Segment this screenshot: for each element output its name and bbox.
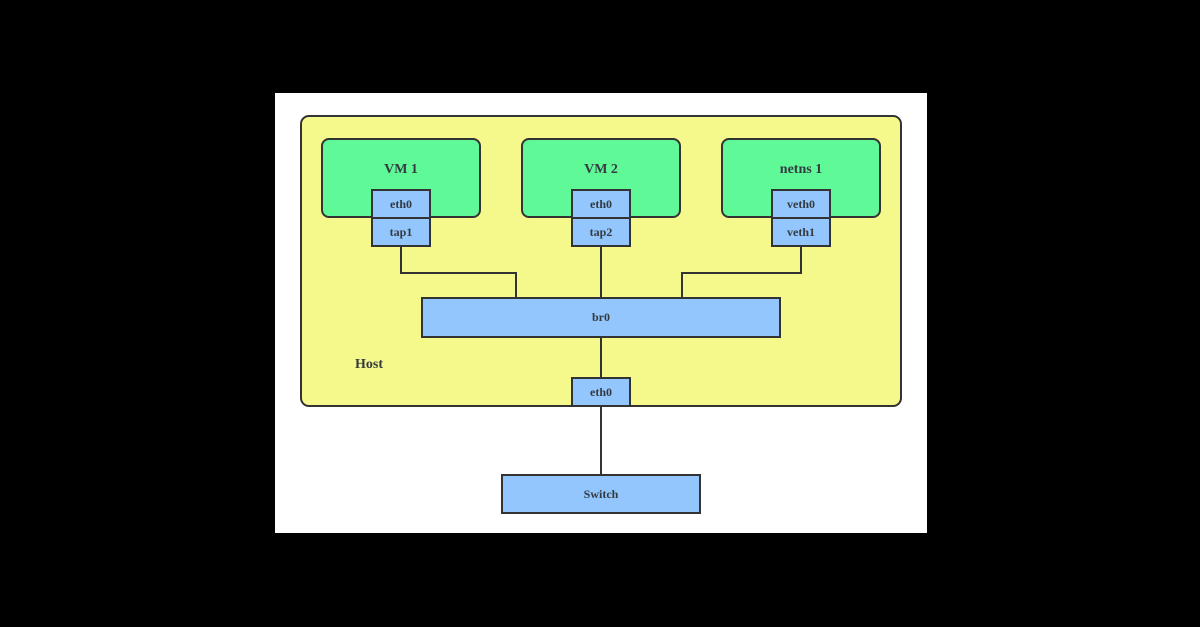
switch-node: Switch xyxy=(501,474,701,514)
node-vm2-title: VM 2 xyxy=(584,162,618,177)
node-vm1-title: VM 1 xyxy=(384,162,418,177)
port-vm1-eth0: eth0 xyxy=(371,189,431,219)
wire-tap1-to-br0-segment xyxy=(400,247,402,274)
port-host-tap1: tap1 xyxy=(371,217,431,247)
diagram-canvas: Host VM 1 eth0 tap1 VM 2 eth0 tap2 netns… xyxy=(275,93,927,533)
wire-veth1-to-br0-segment xyxy=(800,247,802,274)
host-label: Host xyxy=(355,357,383,372)
wire-tap2-to-br0-segment xyxy=(600,247,602,300)
wire-tap1-to-br0-segment xyxy=(515,272,517,300)
port-vm2-eth0: eth0 xyxy=(571,189,631,219)
wire-eth0-to-switch-segment xyxy=(600,405,602,476)
wire-veth1-to-br0-segment xyxy=(681,272,683,300)
bridge-br0: br0 xyxy=(421,297,781,338)
node-netns1-title: netns 1 xyxy=(779,162,823,177)
port-host-veth1: veth1 xyxy=(771,217,831,247)
port-host-tap2: tap2 xyxy=(571,217,631,247)
wire-veth1-to-br0-segment xyxy=(681,272,802,274)
wire-br0-to-eth0-segment xyxy=(600,336,602,379)
wire-tap1-to-br0-segment xyxy=(400,272,517,274)
port-host-eth0: eth0 xyxy=(571,377,631,407)
port-netns1-veth0: veth0 xyxy=(771,189,831,219)
